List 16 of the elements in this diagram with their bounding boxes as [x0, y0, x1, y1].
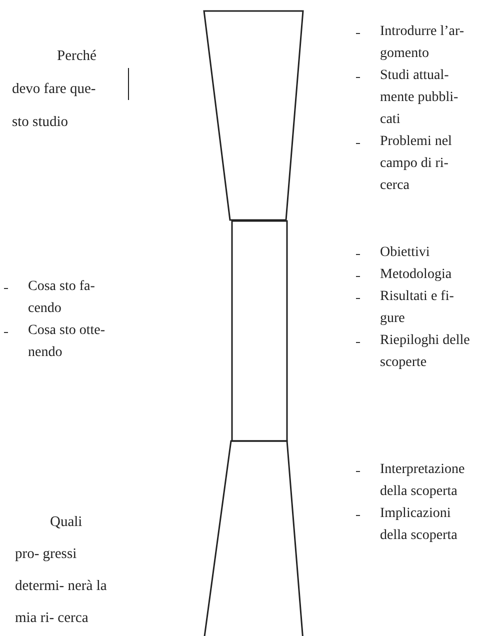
rectangle-section — [231, 220, 288, 442]
list-item-text: Interpretazione della scoperta — [380, 461, 466, 501]
list-item-text: Obiettivi — [380, 244, 431, 262]
list-item-text: Metodologia — [380, 266, 453, 284]
funnel-section — [203, 441, 304, 636]
list-item-text: Studi attual- mente pubbli- cati — [380, 67, 460, 129]
side-note: Quali pro- gressi determi- nerà la mia ri- cerca — [15, 513, 107, 628]
side-note: Perché devo fare que- sto studio — [12, 47, 98, 132]
list-item-text: Implicazioni della scoperta — [380, 505, 458, 545]
list-item-text: Risultati e fi- gure — [380, 288, 455, 328]
list-item-text: Problemi nel campo di ri- cerca — [380, 133, 453, 195]
funnel-section — [203, 10, 304, 221]
list-item-text: Cosa sto fa- cendo — [28, 278, 96, 318]
list-item-text: Introdurre l’ar- gomento — [380, 23, 466, 63]
list-item-text: Cosa sto otte- nendo — [28, 322, 106, 362]
list-item-text: Riepiloghi delle scoperte — [380, 332, 471, 372]
